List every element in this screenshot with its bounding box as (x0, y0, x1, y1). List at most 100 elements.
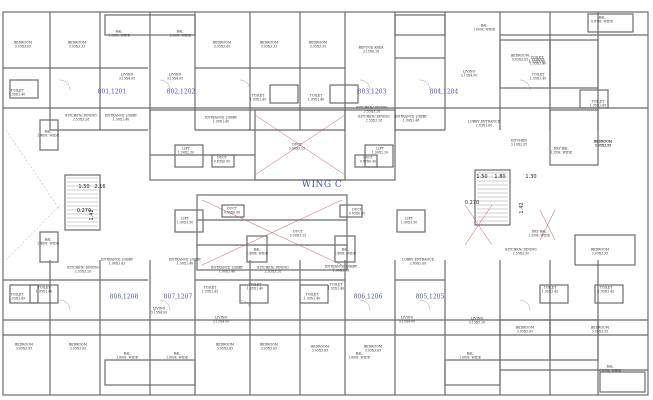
room-name: BEDROOM (215, 342, 235, 347)
room-size: 1.95X1.40 (8, 92, 26, 96)
room-name: BEDROOM (515, 325, 535, 330)
room-name: BEDROOM (259, 40, 279, 45)
room-size: 2.83X1.60 (475, 123, 493, 127)
room-name: DUCT (293, 229, 303, 234)
room-name: KITCHEN/ DINING (505, 247, 537, 252)
room-size: 1.48M. WIDE (246, 251, 268, 255)
room-size: 3.05X3.95 (594, 143, 612, 147)
room-size: 1.60M. WIDE (348, 355, 370, 359)
room-name: BAL (44, 237, 52, 242)
room-size: 3.15X4.05 (166, 76, 184, 80)
room-name: LIVING (168, 72, 182, 77)
room-name: TOILET (10, 88, 24, 93)
room-name: BAL (341, 247, 349, 252)
room-name: KITCHEN/ DINING (257, 265, 289, 270)
room-name: TOILET (599, 285, 613, 290)
unit-number: 806,1206 (353, 293, 383, 301)
room-size: 3.05X3.65 (213, 44, 231, 48)
unit-number: 807,1207 (163, 293, 193, 301)
room-size: 1.60M. WIDE (166, 355, 188, 359)
room-name: BEDROOM (593, 139, 613, 144)
room-size: 2.55X3.28 (363, 109, 381, 113)
room-size: 0.85X0.90 (213, 159, 231, 163)
dimension: 1.50 (78, 184, 90, 190)
room-size: 1.95X1.45 (589, 103, 607, 107)
room-name: TOILET (10, 292, 24, 297)
room-name: BEDROOM (590, 247, 610, 252)
room-name: BEDROOM (308, 40, 328, 45)
room-name: BAL (606, 364, 614, 369)
room-size: 3.15X4.05 (118, 76, 136, 80)
room-name: KITCHEN (510, 138, 528, 143)
room-name: DUCT (352, 207, 362, 212)
room-size: 1.95X1.40 (35, 289, 53, 293)
room-name: TOILET (248, 282, 262, 287)
room-name: BAL (598, 15, 606, 20)
room-name: BAL (176, 29, 184, 34)
room-name: LIFT (405, 216, 413, 221)
room-size: 5.00X3.25 (288, 146, 306, 150)
room-name: BAL (480, 23, 488, 28)
room-size: 3.15X4.00 (398, 319, 416, 323)
room-name: BAL (355, 351, 363, 356)
room-name: DUCT (227, 206, 237, 211)
unit-number: 802,1202 (166, 88, 196, 96)
room-name: TOILET (530, 55, 544, 60)
room-name: TOILET (309, 93, 323, 98)
room-name: LOBBY ENTRANCE (468, 119, 500, 124)
room-name: LIFT (376, 146, 384, 151)
room-name: TOILET (305, 292, 319, 297)
room-size: 1.35M. WIDE (108, 33, 130, 37)
walls (2, 11, 649, 396)
room-size: 5.00X3.25 (289, 233, 307, 237)
room-size: 3.05X3.65 (516, 329, 534, 333)
room-name: BEDROOM (510, 53, 530, 58)
room-name: ENTRANCE LOBBY (105, 113, 137, 118)
room-size: 1.95X1.40 (246, 286, 264, 290)
room-name: BAL (466, 351, 474, 356)
dimension: 2.16 (94, 184, 106, 190)
room-size: 3.15X6.18 (362, 49, 380, 53)
room-name: LIVING (152, 306, 166, 311)
room-size: 1.95X1.45 (201, 289, 219, 293)
interior-lines (5, 79, 531, 311)
room-name: DUCT (363, 155, 373, 160)
unit-number: 804,1204 (429, 88, 459, 96)
room-size: 1.48M. WIDE (37, 241, 59, 245)
dimension: 1.42 (519, 202, 525, 214)
room-size: 1.48M. WIDE (37, 133, 59, 137)
